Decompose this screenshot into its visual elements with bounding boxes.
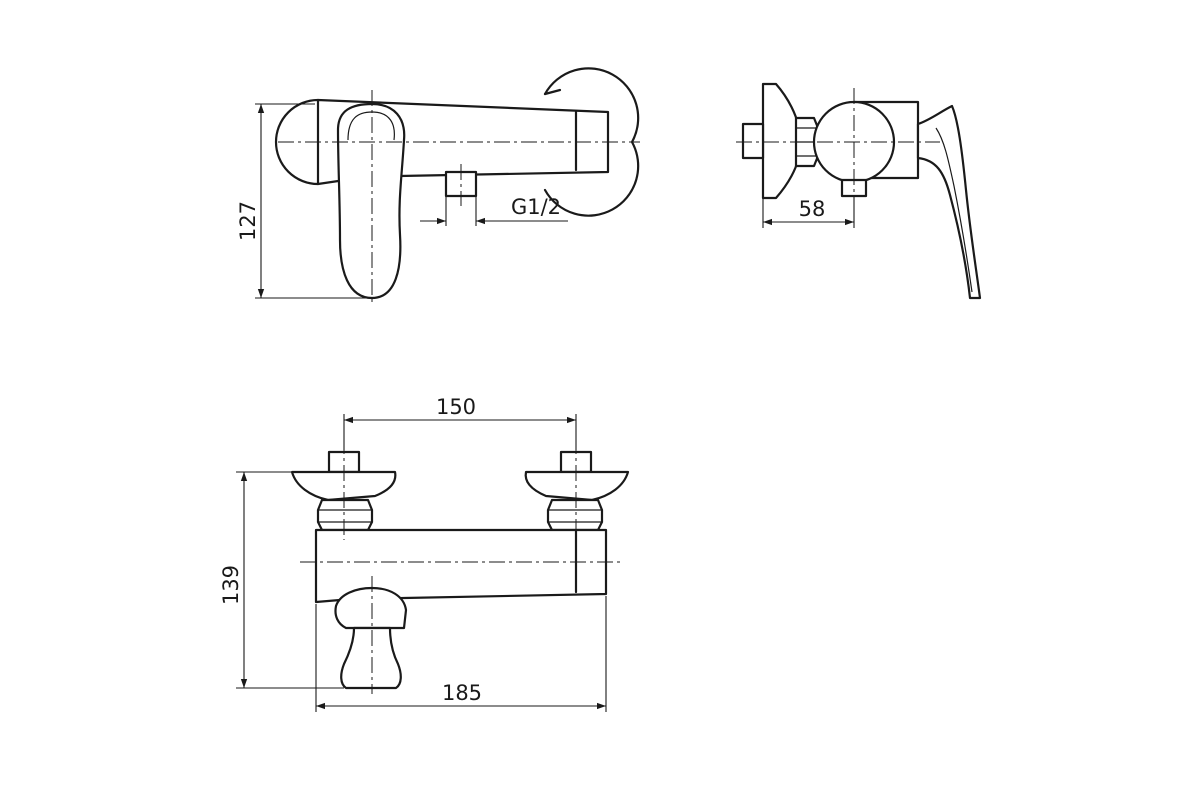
right-eccentric-flange bbox=[524, 470, 630, 502]
left-eccentric-nut bbox=[316, 498, 374, 532]
dim-center-distance: 150 bbox=[436, 395, 476, 419]
side-lever bbox=[916, 104, 982, 300]
top-outlet-bell bbox=[340, 626, 402, 690]
front-view: 127 G1/2 bbox=[236, 67, 640, 306]
dim-total-width: 185 bbox=[442, 681, 482, 705]
top-body bbox=[314, 528, 608, 604]
dim-front-height: 127 bbox=[236, 201, 260, 241]
lever-handle bbox=[336, 102, 406, 300]
side-flange bbox=[761, 82, 800, 200]
dim-thread: G1/2 bbox=[511, 195, 561, 219]
dim-side-depth: 58 bbox=[799, 197, 826, 221]
top-view: 150 139 185 bbox=[219, 395, 630, 712]
dim-top-height: 139 bbox=[219, 565, 243, 605]
top-outlet bbox=[334, 586, 408, 630]
side-view: 58 bbox=[736, 82, 982, 300]
right-eccentric-nut bbox=[546, 498, 604, 532]
